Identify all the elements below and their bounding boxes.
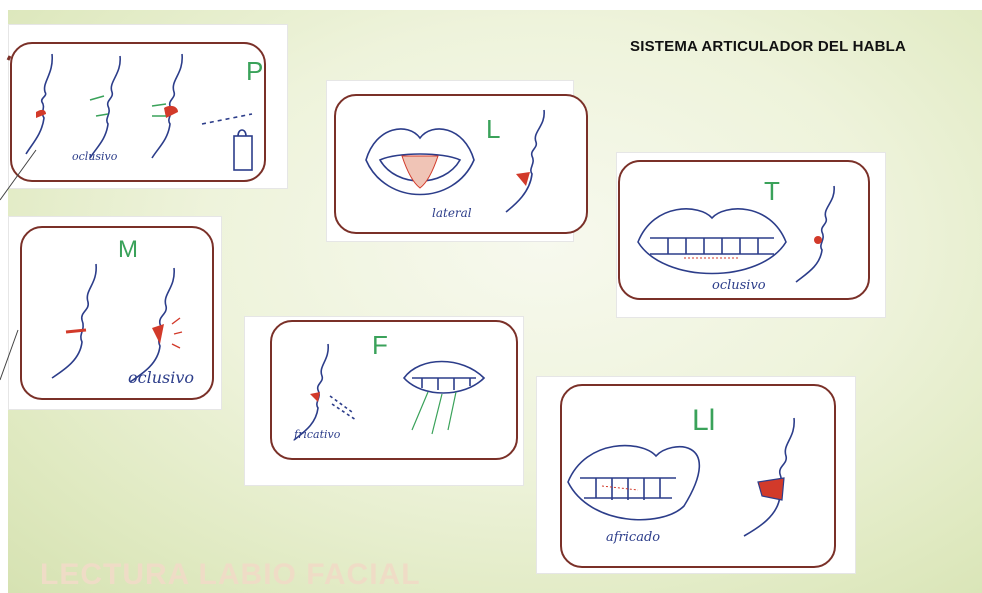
caption-t: oclusivo [712, 278, 766, 293]
decorative-lines [0, 55, 37, 381]
slide-title: SISTEMA ARTICULADOR DEL HABLA [630, 38, 907, 55]
card-ll: Ll africado [560, 384, 836, 568]
card-m: M oclusivo [20, 226, 214, 400]
letter-t: T [764, 176, 780, 206]
lateral-l-drawing [365, 109, 545, 213]
letter-ll: Ll [692, 404, 716, 437]
oclusivo-t-drawing [637, 185, 835, 283]
slide: P oclusivo L lateral [8, 10, 982, 593]
letter-l: L [486, 114, 501, 144]
fricativo-f-drawing [293, 343, 486, 441]
caption-p: oclusivo [72, 150, 118, 163]
caption-ll: africado [606, 530, 661, 545]
card-l: L lateral [334, 94, 588, 234]
oclusivo-p-drawing [25, 53, 253, 171]
letter-m: M [118, 236, 138, 263]
caption-f: fricativo [294, 428, 341, 441]
africado-ll-drawing [567, 417, 795, 537]
caption-m: oclusivo [128, 368, 195, 387]
card-t: T oclusivo [618, 160, 870, 300]
slide-footer: LECTURA LABIO FACIAL [40, 558, 421, 591]
card-p: P oclusivo [10, 42, 266, 182]
card-f: F fricativo [270, 320, 518, 460]
letter-p: P [246, 56, 264, 86]
letter-f: F [372, 330, 388, 360]
oclusivo-m-drawing [51, 263, 183, 383]
caption-l: lateral [432, 206, 472, 220]
